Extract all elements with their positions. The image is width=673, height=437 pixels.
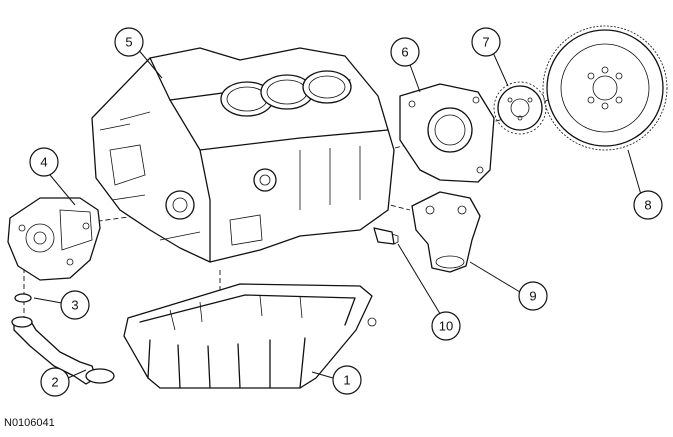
flexplate xyxy=(542,25,668,151)
callout-2: 2 xyxy=(40,367,70,397)
figure-id-label: N0106041 xyxy=(4,417,55,429)
callout-1: 1 xyxy=(332,365,362,395)
oil-filter-adapter xyxy=(411,191,481,273)
oil-pan xyxy=(123,283,377,389)
callout-4: 4 xyxy=(29,147,59,177)
callout-9: 9 xyxy=(518,281,548,311)
svg-text:10: 10 xyxy=(439,319,453,334)
leader-lines xyxy=(33,47,643,379)
callout-8: 8 xyxy=(633,190,663,220)
svg-text:5: 5 xyxy=(125,35,132,50)
oil-pickup-tube xyxy=(11,293,115,385)
svg-text:8: 8 xyxy=(644,198,651,213)
svg-text:2: 2 xyxy=(51,375,58,390)
callout-6: 6 xyxy=(390,37,420,67)
rear-seal-retainer xyxy=(399,83,495,183)
svg-text:1: 1 xyxy=(343,373,350,388)
svg-text:4: 4 xyxy=(40,155,47,170)
reluctor-ring xyxy=(493,81,547,135)
svg-text:6: 6 xyxy=(401,45,408,60)
oil-pump xyxy=(7,197,101,281)
svg-text:3: 3 xyxy=(71,298,78,313)
callout-3: 3 xyxy=(60,290,90,320)
oil-pressure-sensor xyxy=(373,227,399,245)
engine-block xyxy=(91,47,395,263)
svg-text:9: 9 xyxy=(529,289,536,304)
callout-5: 5 xyxy=(114,27,144,57)
callout-7: 7 xyxy=(471,27,501,57)
callout-10: 10 xyxy=(431,311,461,341)
svg-text:7: 7 xyxy=(482,35,489,50)
